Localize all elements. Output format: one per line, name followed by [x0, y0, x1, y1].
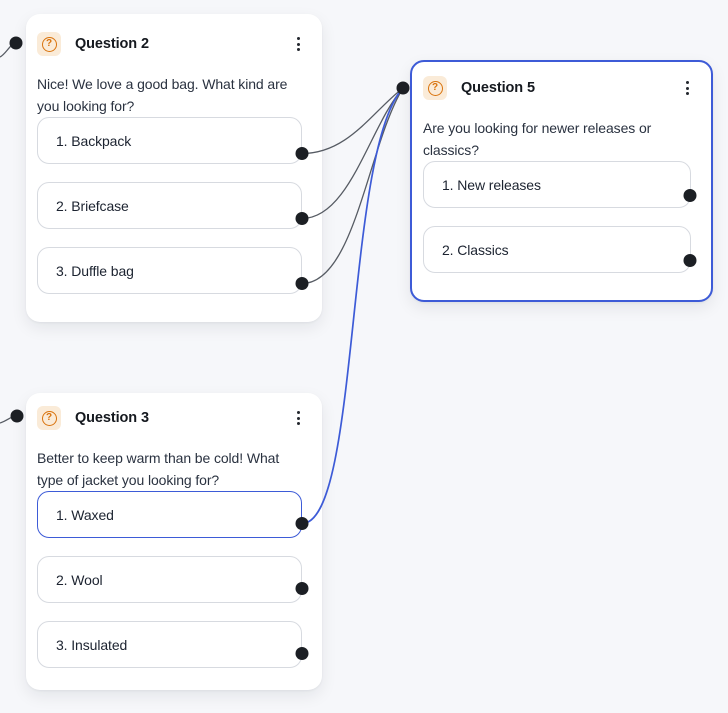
option-wool[interactable]: 2. Wool: [37, 556, 302, 603]
input-port-question-5[interactable]: [396, 81, 410, 95]
question-text: Better to keep warm than be cold! What t…: [37, 450, 280, 488]
input-port-question-3[interactable]: [10, 409, 24, 423]
question-text: Nice! We love a good bag. What kind are …: [37, 76, 288, 114]
option-waxed[interactable]: 1. Waxed: [37, 491, 302, 538]
option-briefcase[interactable]: 2. Briefcase: [37, 182, 302, 229]
node-title: Question 3: [75, 410, 149, 426]
node-header: ? Question 5: [423, 75, 691, 101]
option-insulated[interactable]: 3. Insulated: [37, 621, 302, 668]
node-header: ? Question 2: [37, 31, 302, 57]
node-question-2[interactable]: ? Question 2 Nice! We love a good bag. W…: [26, 14, 322, 322]
question-type-icon: ?: [423, 76, 447, 100]
option-classics[interactable]: 2. Classics: [423, 226, 691, 273]
node-title: Question 5: [461, 80, 535, 96]
question-mark-icon: ?: [41, 36, 57, 52]
kebab-menu-icon[interactable]: [295, 407, 302, 429]
question-type-icon: ?: [37, 32, 61, 56]
edge-into-question-2[interactable]: [0, 42, 17, 58]
node-title: Question 2: [75, 36, 149, 52]
option-backpack[interactable]: 1. Backpack: [37, 117, 302, 164]
question-type-icon: ?: [37, 406, 61, 430]
kebab-menu-icon[interactable]: [684, 77, 691, 99]
question-text: Are you looking for newer releases or cl…: [423, 120, 652, 158]
node-question-3[interactable]: ? Question 3 Better to keep warm than be…: [26, 393, 322, 690]
kebab-menu-icon[interactable]: [295, 33, 302, 55]
edge-into-question-3[interactable]: [0, 415, 18, 424]
option-duffle-bag[interactable]: 3. Duffle bag: [37, 247, 302, 294]
input-port-question-2[interactable]: [9, 36, 23, 50]
node-question-5[interactable]: ? Question 5 Are you looking for newer r…: [410, 60, 713, 302]
node-header: ? Question 3: [37, 405, 302, 431]
option-new-releases[interactable]: 1. New releases: [423, 161, 691, 208]
question-mark-icon: ?: [41, 410, 57, 426]
question-mark-icon: ?: [427, 80, 443, 96]
